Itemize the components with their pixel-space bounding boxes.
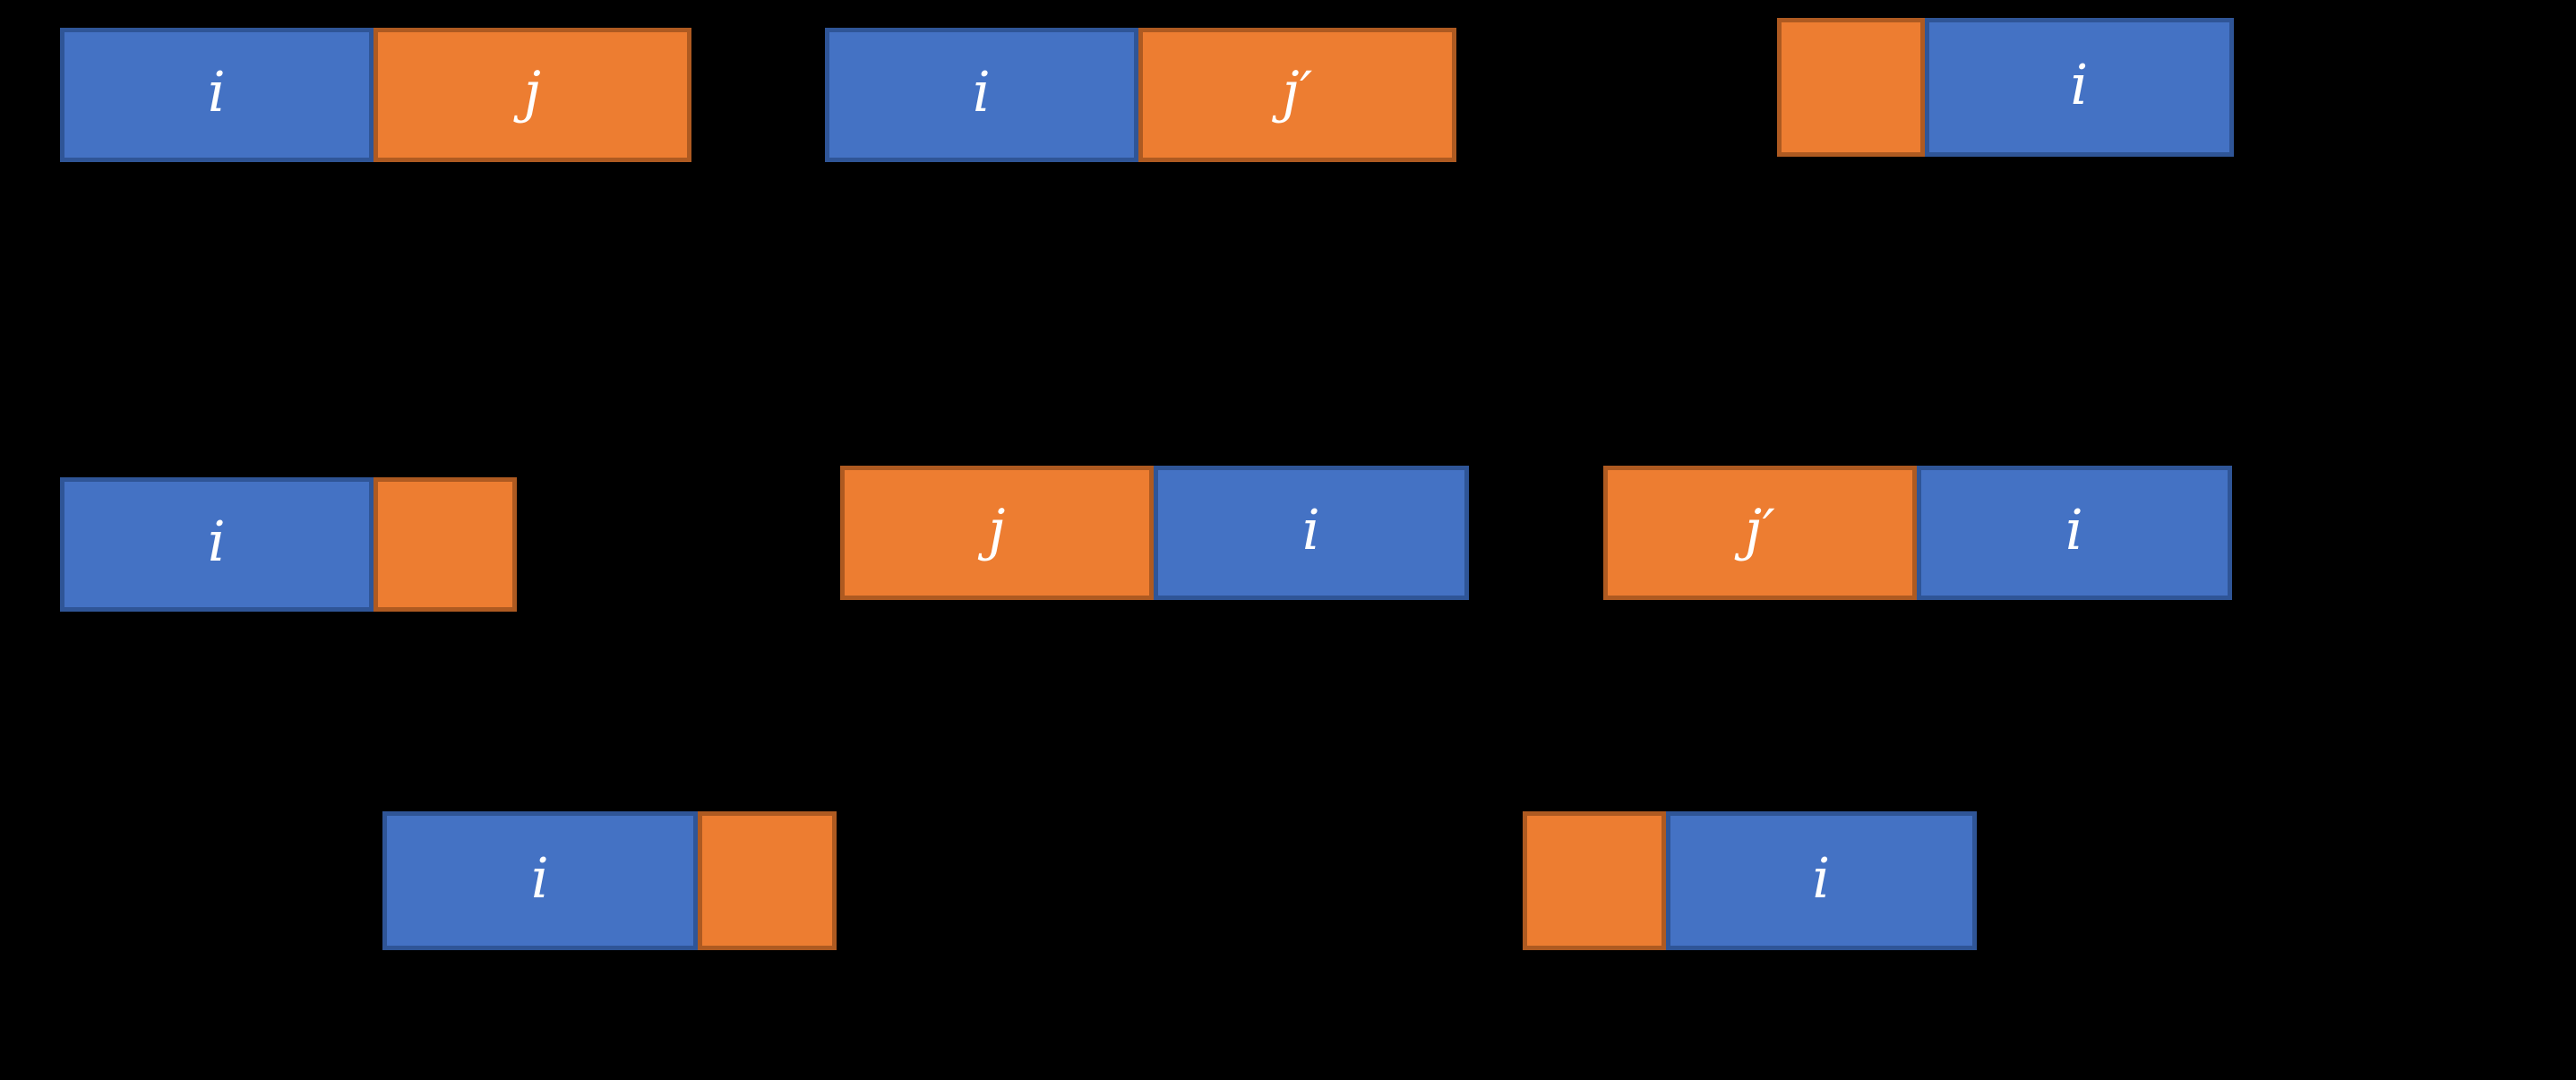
bar-blue-i[interactable]: i (1925, 18, 2234, 157)
bar-label: i (972, 59, 992, 124)
bar-blue-i[interactable]: i (60, 28, 374, 162)
bar-blue-i[interactable]: i (1666, 811, 1977, 950)
bar-label: i (1812, 844, 1831, 911)
bar-orange-j[interactable]: j (840, 466, 1154, 600)
bar-label: i (2070, 51, 2089, 117)
group-3-1: i (382, 811, 837, 950)
bar-orange-unlabeled[interactable] (1777, 18, 1925, 157)
bar-orange-j-prime[interactable]: j′ (1603, 466, 1917, 600)
bar-label: i (530, 844, 550, 911)
bar-label: j′ (1282, 59, 1313, 124)
bar-blue-i[interactable]: i (60, 477, 374, 612)
group-1-2: i j′ (825, 28, 1456, 162)
bar-label: j′ (1744, 497, 1776, 562)
bar-blue-i[interactable]: i (825, 28, 1138, 162)
bar-blue-i[interactable]: i (382, 811, 698, 950)
group-2-1: i (60, 477, 517, 612)
group-3-2: i (1523, 811, 1977, 950)
bar-label: j (523, 59, 542, 124)
bar-orange-unlabeled[interactable] (698, 811, 837, 950)
bar-orange-j-prime[interactable]: j′ (1138, 28, 1456, 162)
bar-blue-i[interactable]: i (1917, 466, 2232, 600)
bar-label: i (2065, 497, 2084, 562)
group-2-3: j′ i (1603, 466, 2232, 600)
bar-orange-unlabeled[interactable] (1523, 811, 1666, 950)
bar-orange-unlabeled[interactable] (374, 477, 517, 612)
bar-label: j (988, 497, 1006, 562)
bar-label: i (207, 59, 227, 124)
bar-orange-j[interactable]: j (374, 28, 691, 162)
bar-blue-i[interactable]: i (1154, 466, 1469, 600)
bar-label: i (207, 509, 227, 574)
bar-label: i (1301, 497, 1321, 562)
group-1-3: i (1777, 18, 2234, 157)
